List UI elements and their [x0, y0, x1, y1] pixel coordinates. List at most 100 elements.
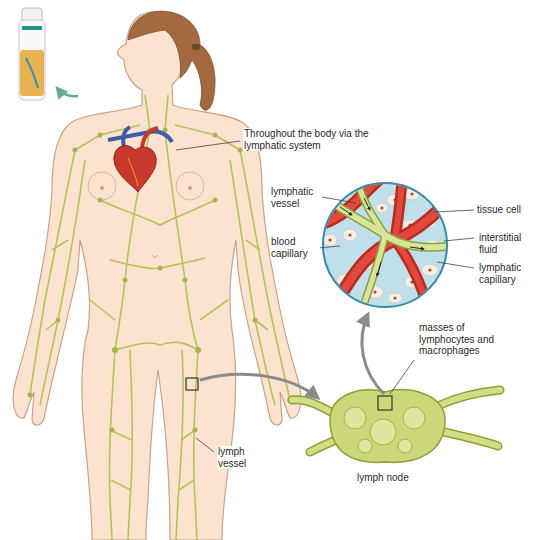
bottle-part [20, 50, 44, 96]
tissue-inset-part-part-part [380, 206, 383, 209]
lymph-network-part [145, 95, 150, 130]
lymph-nodes-small-part [213, 198, 218, 203]
part-label: Throughout the body via the lymphatic sy… [243, 128, 380, 151]
lymph-node-part [310, 440, 336, 452]
bottle-part [19, 20, 45, 100]
lymph-network-part [181, 430, 195, 440]
leader-line-part [322, 197, 356, 203]
breath-arrow [57, 88, 78, 96]
lymph-node-part [444, 432, 498, 446]
lymph-node-part [370, 419, 396, 445]
lymph-network-part [165, 95, 168, 130]
lymph-network-part [90, 300, 115, 320]
heart-part [142, 128, 158, 148]
lymph-network-part [165, 130, 198, 350]
part-label: lymph vessel [217, 446, 259, 469]
leader-line-part [444, 238, 474, 241]
tissue-inset-part-part-part [362, 235, 385, 310]
heart-part [108, 132, 172, 142]
lymph-network-part [109, 350, 115, 540]
lymph-nodes-small-part [183, 278, 188, 283]
tissue-inset-part-part-part [377, 262, 381, 276]
leader-line-part [390, 360, 414, 394]
tissue-inset-part-part-part [376, 203, 388, 213]
lymph-network-part [176, 350, 183, 540]
lymph-node [292, 390, 500, 463]
lymph-node-part [440, 390, 500, 405]
tissue-inset-part [323, 183, 447, 307]
lymph-nodes-small-part [123, 278, 128, 283]
lymph-nodes-small-part [73, 148, 78, 153]
heart-part [128, 158, 138, 186]
tissue-inset-part-part-part [325, 198, 450, 247]
zoom-arrow-part [200, 374, 318, 398]
tissue-inset-part-part-part [422, 264, 438, 276]
body-outline-part [152, 255, 157, 257]
tissue-inset-part-part-part [428, 268, 431, 271]
lymph-nodes-small-part [110, 428, 115, 433]
part-label: lymphatic capillary [478, 262, 536, 285]
lymph-node-part [440, 390, 500, 405]
lymph-node-part [444, 432, 498, 446]
lymph-node-part [330, 390, 445, 463]
leader-line [176, 141, 474, 452]
zoom-arrow [200, 314, 384, 398]
tissue-inset [318, 180, 450, 310]
tissue-inset-part-part-part [410, 247, 424, 249]
lymph-nodes-small-part [213, 133, 218, 138]
lymph-network-part [30, 150, 75, 395]
hair-part [192, 44, 200, 50]
part-label: lymphatic vessel [270, 186, 322, 209]
leader-line-part [318, 246, 340, 248]
lymph-node-part [310, 440, 336, 452]
tissue-inset-part-part-part [338, 188, 341, 191]
sample-square-part [186, 378, 198, 390]
lymph-nodes-small [28, 128, 293, 433]
tissue-inset-part-part-part [364, 198, 370, 210]
tissue-inset-part-part-part [362, 235, 385, 310]
part-label: tissue cell [476, 204, 536, 216]
bottle-part [22, 26, 42, 30]
hair-part [128, 11, 215, 110]
body-outline [13, 12, 301, 540]
heart [108, 127, 172, 192]
leader-line-part [196, 438, 214, 452]
leader-line-part [437, 262, 474, 268]
lymph-network-part [52, 240, 68, 250]
lymph-network-part [110, 258, 205, 268]
leader-line-part [434, 210, 474, 212]
leader-line-part [176, 141, 240, 150]
lymph-network-part [40, 160, 85, 405]
bottle [19, 8, 45, 100]
tissue-inset-part-part-part [343, 229, 357, 241]
tissue-inset-part-part-part [395, 180, 402, 240]
tissue-inset-part-part [318, 180, 450, 310]
tissue-inset-part-part-part [395, 180, 402, 240]
lymph-nodes-small-part [112, 347, 118, 353]
sample-square [186, 378, 198, 390]
lymph-node-part [398, 439, 412, 453]
tissue-inset-part-part-part [358, 184, 385, 235]
lymph-network-part [100, 200, 215, 225]
lymph-network-part [246, 240, 260, 250]
lymph-node-part [292, 400, 335, 414]
tissue-inset-part-part-part [323, 234, 337, 246]
tissue-inset-part-part-part [348, 233, 351, 236]
lymph-node-part [292, 400, 335, 414]
part-label: lymph node [356, 472, 438, 484]
lymph-nodes-small-part [28, 393, 33, 398]
lymph-nodes-small-part [98, 198, 103, 203]
body-outline-part [100, 186, 104, 190]
part-label: blood capillary [270, 236, 320, 259]
lymph-network-part [111, 480, 131, 490]
tissue-inset-part-part-part [325, 198, 450, 247]
lymph-network-part [200, 300, 228, 320]
tissue-inset-part-part-part [438, 283, 441, 286]
lymph-nodes-small-part [238, 148, 243, 153]
lymph-nodes-small-part [98, 133, 103, 138]
tissue-inset-part-part-part [328, 238, 331, 241]
lymph-node-part [358, 439, 372, 453]
lymph-network-part [230, 160, 275, 405]
lymph-node-part [403, 407, 425, 429]
